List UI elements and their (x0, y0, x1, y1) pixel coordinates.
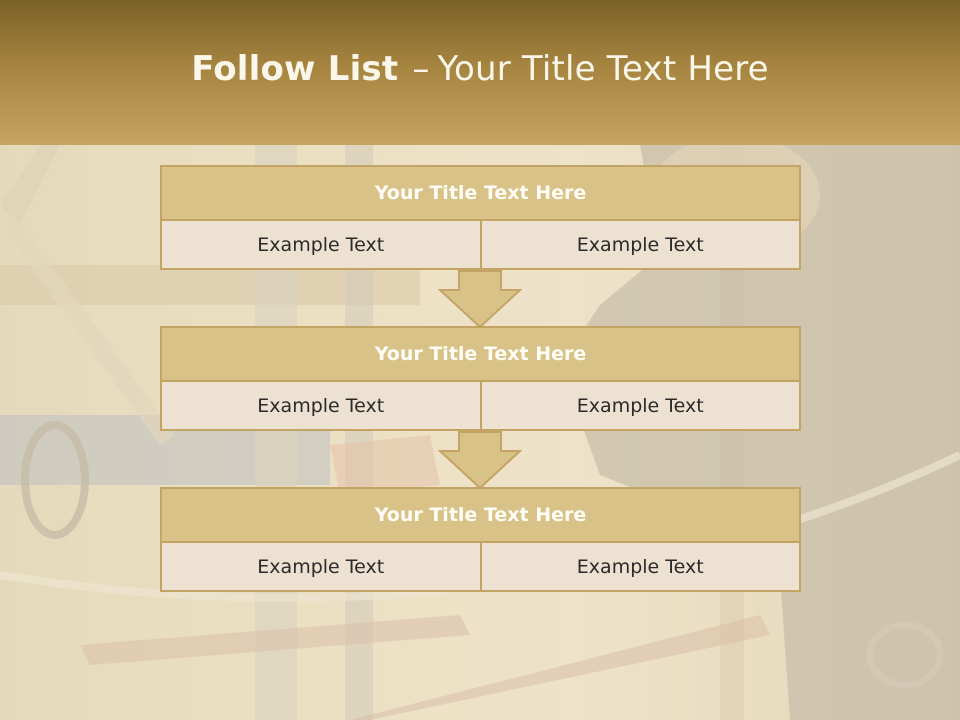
step-row: Example Text Example Text (160, 221, 801, 270)
follow-step-1: Your Title Text Here Example Text Exampl… (160, 165, 801, 270)
step-row: Example Text Example Text (160, 382, 801, 431)
follow-step-2: Your Title Text Here Example Text Exampl… (160, 326, 801, 431)
step-cell-right: Example Text (480, 543, 801, 592)
step-title: Your Title Text Here (160, 165, 801, 221)
step-row: Example Text Example Text (160, 543, 801, 592)
title-rest-part: Your Title Text Here (437, 48, 769, 89)
down-arrow-icon (438, 270, 522, 328)
step-cell-right: Example Text (480, 221, 801, 270)
step-cell-left: Example Text (160, 382, 481, 431)
title-dash: – (412, 48, 430, 89)
follow-step-3: Your Title Text Here Example Text Exampl… (160, 487, 801, 592)
step-cell-left: Example Text (160, 221, 481, 270)
step-cell-left: Example Text (160, 543, 481, 592)
header-band: Follow List–Your Title Text Here (0, 0, 960, 145)
step-title: Your Title Text Here (160, 326, 801, 382)
step-title: Your Title Text Here (160, 487, 801, 543)
page-title: Follow List–Your Title Text Here (191, 49, 769, 89)
title-bold-part: Follow List (191, 48, 399, 89)
step-cell-right: Example Text (480, 382, 801, 431)
down-arrow-icon (438, 431, 522, 489)
